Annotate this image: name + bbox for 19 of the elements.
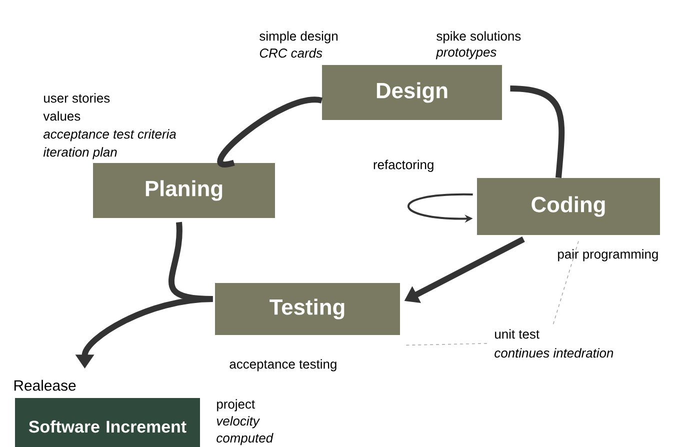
note-text: acceptance test criteria	[44, 129, 176, 142]
note-text: project velocity computed	[216, 399, 274, 446]
note-text: prototypes	[436, 48, 496, 60]
process-box: Planing	[93, 163, 275, 218]
process-box: Design	[322, 65, 502, 120]
heading: Realease	[14, 380, 76, 391]
note-text: spike solutions	[436, 31, 521, 44]
note-text: values	[43, 111, 80, 121]
note-text: unit test continues intedration	[494, 329, 614, 358]
process-box: Software Increment	[15, 398, 200, 447]
note-text: iteration plan	[43, 147, 117, 160]
note-text: pair programming	[558, 249, 658, 262]
process-box: Testing	[215, 283, 400, 335]
note-text: user stories	[44, 93, 110, 103]
process-box: Coding	[477, 178, 660, 235]
edge-label: refactoring	[374, 160, 434, 172]
note-text: simple design	[260, 31, 338, 44]
note-text: CRC cards	[260, 48, 322, 58]
note-text: acceptance testing	[230, 359, 336, 372]
